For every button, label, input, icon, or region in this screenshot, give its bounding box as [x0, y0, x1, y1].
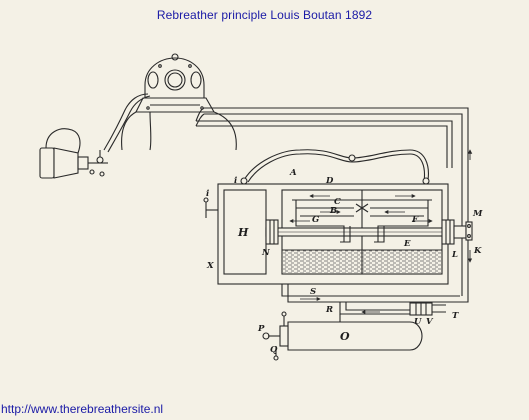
- label-F: F: [411, 215, 419, 225]
- label-S: S: [310, 287, 316, 297]
- footer-url: http://www.therebreathersite.nl: [1, 402, 164, 416]
- right-rotor: [441, 219, 455, 245]
- label-i: i: [234, 176, 237, 186]
- label-H: H: [237, 226, 249, 239]
- label-P: P: [257, 324, 265, 334]
- diagram-labels: i i A D C B G F E H N X L M K S R U V T …: [206, 168, 483, 355]
- label-Q: Q: [270, 345, 278, 355]
- chamber-H: [223, 189, 267, 275]
- oxygen-cylinder: [262, 311, 423, 361]
- lamp-body: [39, 128, 108, 179]
- label-A: A: [289, 168, 297, 178]
- label-V: V: [426, 317, 434, 327]
- label-C: C: [334, 197, 341, 207]
- label-B: B: [329, 206, 337, 216]
- label-T: T: [452, 311, 459, 321]
- label-K: K: [473, 246, 482, 256]
- label-U: U: [414, 317, 422, 327]
- label-D: D: [325, 176, 334, 186]
- crank-handle: [203, 197, 218, 218]
- diagram-title: Rebreather principle Louis Boutan 1892: [156, 8, 373, 22]
- label-G: G: [312, 215, 319, 225]
- label-E: E: [403, 239, 411, 249]
- lamp-hose: [103, 93, 149, 151]
- label-O: O: [340, 330, 350, 343]
- left-rotor: [265, 219, 279, 245]
- internal-baffles: [289, 194, 433, 243]
- label-R: R: [325, 305, 333, 315]
- label-X: X: [206, 261, 214, 271]
- label-N: N: [261, 248, 271, 258]
- label-i2: i: [206, 189, 209, 199]
- label-L: L: [451, 250, 458, 260]
- label-M: M: [472, 209, 483, 219]
- diver-helmet: [121, 53, 237, 151]
- valve-U-V: [409, 302, 446, 316]
